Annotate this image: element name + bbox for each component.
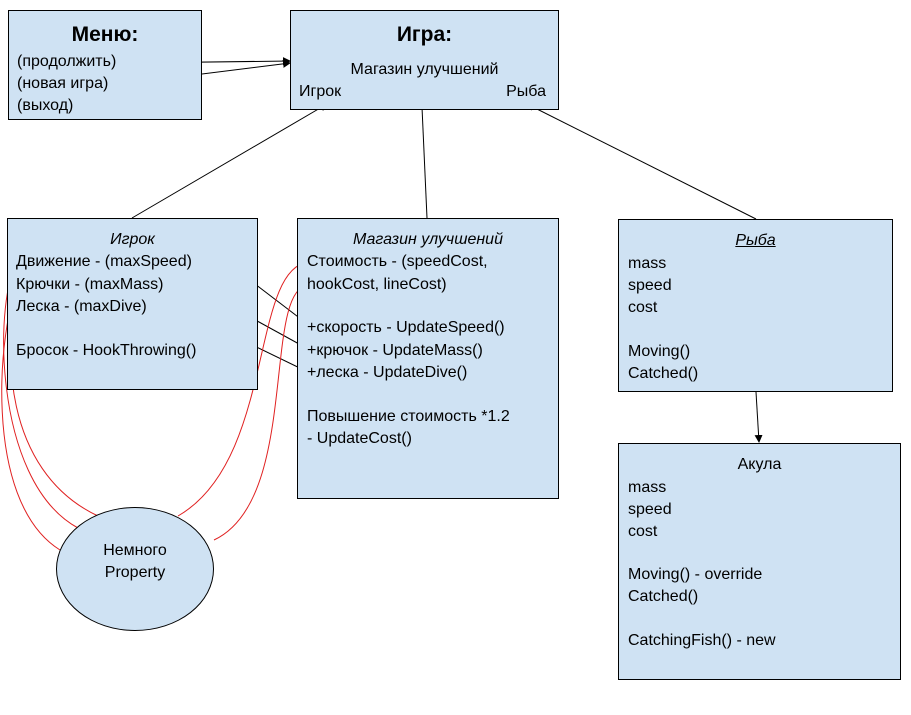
shark-line-cost: cost bbox=[628, 523, 658, 540]
shop-line-speed: +скорость - UpdateSpeed() bbox=[307, 319, 505, 336]
player-line-movement: Движение - (maxSpeed) bbox=[16, 253, 192, 270]
arrow-fish-to-game bbox=[526, 103, 757, 220]
game-player-label: Игрок bbox=[299, 83, 342, 100]
shop-box-title: Магазин улучшений bbox=[353, 231, 503, 248]
player-box: Игрок Движение - (maxSpeed) Крючки - (ma… bbox=[7, 218, 258, 390]
shark-box: Акула mass speed cost Moving() - overrid… bbox=[618, 443, 901, 680]
menu-item-continue: (продолжить) bbox=[17, 53, 117, 70]
fish-box-title: Рыба bbox=[735, 232, 776, 249]
shop-line-line: +леска - UpdateDive() bbox=[307, 364, 468, 381]
shop-line-update-cost: - UpdateCost() bbox=[307, 430, 412, 447]
fish-line-speed: speed bbox=[628, 277, 672, 294]
game-title: Игра: bbox=[396, 23, 453, 46]
fish-line-catched: Catched() bbox=[628, 365, 699, 382]
shark-box-title: Акула bbox=[737, 456, 782, 473]
fish-box: Рыба mass speed cost Moving() Catched() bbox=[618, 219, 893, 392]
shark-line-catching-fish: CatchingFish() - new bbox=[628, 632, 776, 649]
menu-item-exit: (выход) bbox=[17, 97, 74, 114]
player-box-title: Игрок bbox=[110, 231, 155, 248]
shop-box: Магазин улучшений Стоимость - (speedCost… bbox=[297, 218, 559, 499]
shop-line-hook: +крючок - UpdateMass() bbox=[307, 342, 483, 359]
arrow-player-to-game bbox=[131, 103, 328, 219]
player-line-hooks: Крючки - (maxMass) bbox=[16, 276, 164, 293]
shark-line-moving: Moving() - override bbox=[628, 566, 763, 583]
fish-line-mass: mass bbox=[628, 255, 667, 272]
fish-line-moving: Moving() bbox=[628, 343, 691, 360]
shark-line-catched: Catched() bbox=[628, 588, 699, 605]
property-line-2: Property bbox=[104, 564, 166, 581]
game-shop-label: Магазин улучшений bbox=[350, 61, 499, 78]
fish-line-cost: cost bbox=[628, 299, 658, 316]
shark-line-speed: speed bbox=[628, 501, 672, 518]
property-ellipse: Немного Property bbox=[56, 507, 214, 631]
shop-line-cost-2: hookCost, lineCost) bbox=[307, 276, 447, 293]
game-box: Игра: Магазин улучшений Игрок Рыба bbox=[290, 10, 559, 110]
player-line-line: Леска - (maxDive) bbox=[16, 298, 147, 315]
menu-item-new-game: (новая игра) bbox=[17, 75, 109, 92]
shop-line-raise: Повышение стоимость *1.2 bbox=[307, 408, 510, 425]
shop-line-cost-1: Стоимость - (speedCost, bbox=[307, 253, 488, 270]
property-line-1: Немного bbox=[103, 542, 167, 559]
player-line-throw: Бросок - HookThrowing() bbox=[16, 342, 197, 359]
menu-title: Меню: bbox=[71, 23, 139, 46]
menu-box: Меню: (продолжить) (новая игра) (выход) bbox=[8, 10, 202, 120]
arrow-fish-to-shark bbox=[754, 391, 763, 443]
game-fish-label: Рыба bbox=[506, 83, 546, 100]
shark-line-mass: mass bbox=[628, 479, 667, 496]
